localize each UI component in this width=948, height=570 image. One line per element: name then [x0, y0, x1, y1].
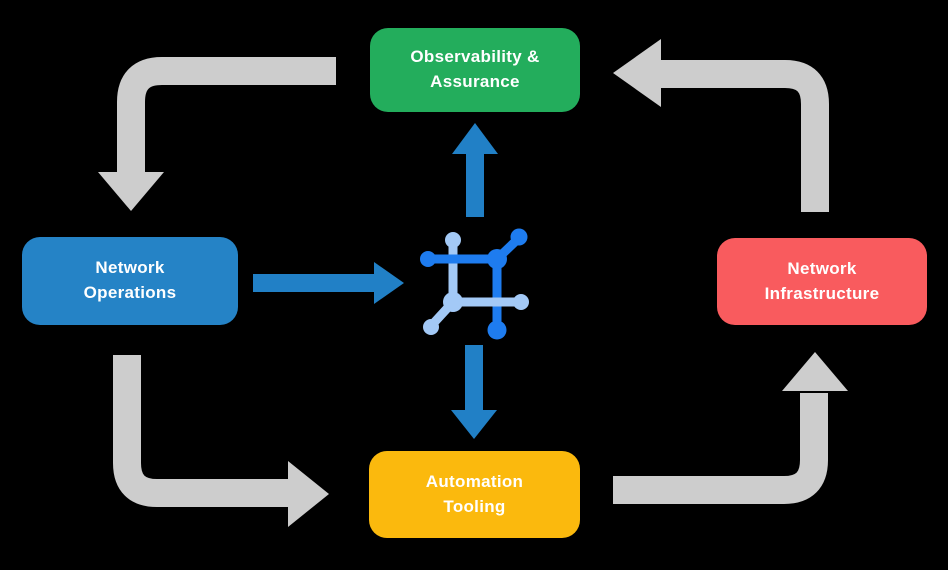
node-operations-label: Network Operations [83, 258, 177, 302]
icon-node [420, 251, 436, 267]
icon-hub-node [487, 249, 507, 269]
arrow-center-to-automation [451, 345, 497, 439]
arrow-automation-to-infrastructure [613, 352, 848, 504]
arrowhead-left [613, 39, 661, 107]
node-network-infrastructure: Network Infrastructure [717, 238, 927, 325]
icon-hub-node [443, 292, 463, 312]
network-nodes-icon [420, 228, 529, 340]
icon-node [487, 320, 507, 340]
arrowhead-up [452, 123, 498, 154]
arrow-pipe [613, 393, 828, 504]
node-infrastructure-label: Network Infrastructure [764, 258, 880, 303]
arrow-operations-to-automation [113, 355, 329, 527]
arrow-infrastructure-to-observability [613, 39, 829, 212]
arrow-observability-to-operations [98, 57, 336, 211]
node-observability-assurance: Observability & Assurance [370, 28, 580, 112]
arrow-pipe [113, 355, 290, 507]
arrow-center-to-observability [452, 123, 498, 217]
node-automation-label: Automation Tooling [425, 471, 524, 516]
icon-node [510, 228, 528, 246]
arrowhead-up [782, 352, 848, 391]
node-automation-tooling: Automation Tooling [369, 451, 580, 538]
arrow-operations-to-center [253, 262, 404, 304]
arrowhead-down [451, 410, 497, 439]
icon-node [445, 232, 461, 248]
icon-node [423, 319, 439, 335]
icon-node [513, 294, 529, 310]
node-observability-label: Observability & Assurance [410, 47, 540, 91]
arrowhead-right [374, 262, 404, 304]
arrow-pipe [659, 60, 829, 212]
arrowhead-down [98, 172, 164, 211]
node-network-operations: Network Operations [22, 237, 238, 325]
arrowhead-right [288, 461, 329, 527]
arrow-pipe [117, 57, 336, 176]
